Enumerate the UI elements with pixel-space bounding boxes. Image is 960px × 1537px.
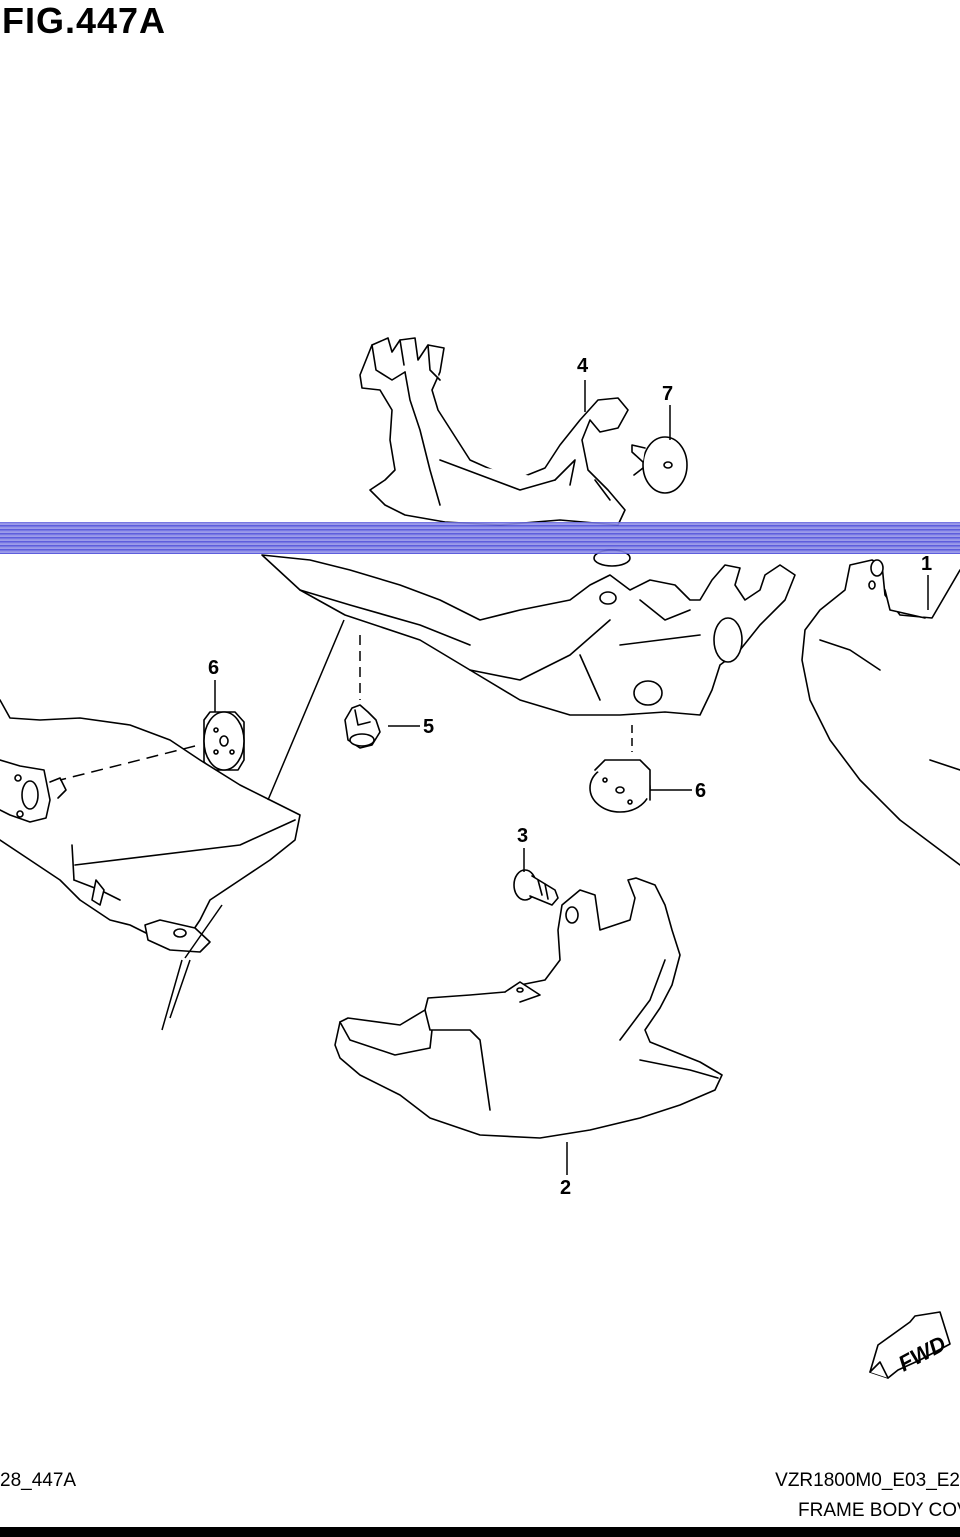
footer-model-code: VZR1800M0_E03_E2 xyxy=(775,1470,960,1491)
part-5-clip xyxy=(344,704,381,749)
callout-2: 2 xyxy=(560,1177,572,1199)
part-left-cover xyxy=(0,699,301,953)
callout-1: 1 xyxy=(921,553,933,575)
part-1-right-cover xyxy=(801,559,960,866)
scan-band xyxy=(0,522,960,554)
callout-4: 4 xyxy=(577,355,589,377)
part-4-bracket xyxy=(359,337,629,526)
figure-title: FIG.447A xyxy=(2,0,167,41)
leader-lines xyxy=(59,380,929,1175)
callout-5: 5 xyxy=(423,716,435,738)
part-6-grommet-right xyxy=(589,759,651,813)
part-6-grommet-left xyxy=(203,711,245,771)
callout-7: 7 xyxy=(662,383,674,405)
part-7-rivet xyxy=(631,436,688,494)
part-lower-bracket xyxy=(261,549,796,716)
callout-6-left: 6 xyxy=(208,657,220,679)
bottom-bar xyxy=(0,1527,960,1537)
callout-6-right: 6 xyxy=(695,780,707,802)
callout-3: 3 xyxy=(517,825,529,847)
part-2-lower-cover xyxy=(334,877,723,1139)
footer-section-title: FRAME BODY COVER xyxy=(798,1500,960,1521)
footer-figure-code: 28_447A xyxy=(0,1470,77,1491)
part-3-screw xyxy=(513,869,559,906)
fwd-arrow-icon xyxy=(869,1311,951,1379)
